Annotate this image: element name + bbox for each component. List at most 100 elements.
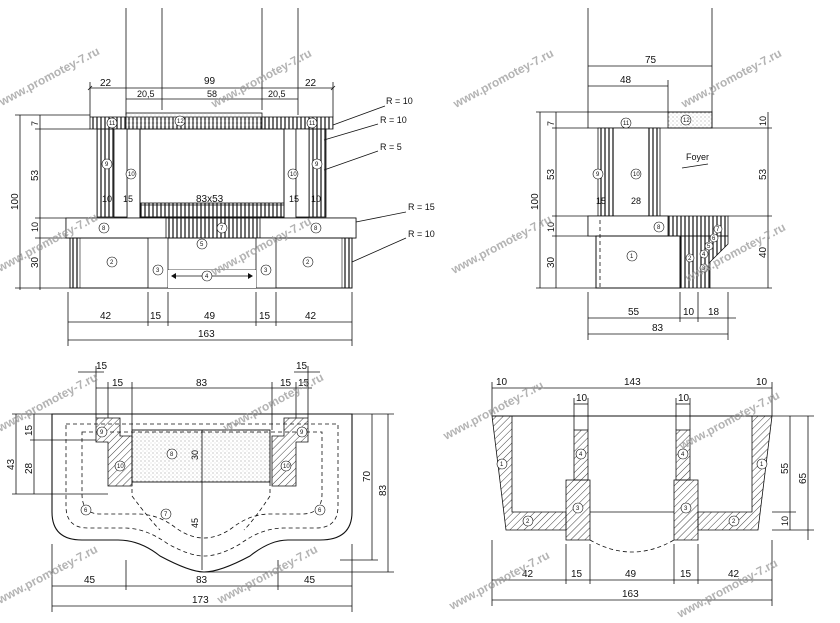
side-dim-top-1: 48 [620, 75, 632, 86]
side-dim-left-4: 100 [530, 193, 541, 210]
front-part-9: 8 [314, 226, 318, 232]
base-dim-top-4: 10 [678, 393, 690, 404]
front-part-10: 5 [200, 242, 204, 248]
plan-inner-1: 45 [190, 518, 200, 528]
base-part-3: 1 [760, 462, 764, 468]
watermark-15: www.promotey-7.ru [446, 548, 552, 613]
side-part-1: 12 [683, 118, 690, 124]
side-part-10: 3 [702, 266, 706, 272]
front-inner-3: 10 [311, 194, 321, 204]
front-part-1: 12 [177, 119, 184, 125]
front-dim-left-4: 100 [10, 193, 21, 210]
front-dim-bottom-4: 42 [305, 311, 317, 322]
base-part-1: 4 [579, 452, 583, 458]
base-part-2: 4 [681, 452, 685, 458]
plan-part-4: 10 [283, 464, 290, 470]
front-dim-top-4: 20,5 [268, 89, 286, 99]
side-inner-1: 28 [631, 196, 641, 206]
side-part-8: 5 [707, 244, 711, 250]
plan-part-7: 6 [318, 508, 322, 514]
side-part-5: 1 [630, 254, 634, 260]
plan-dim-bottom-1: 83 [196, 575, 208, 586]
front-dim-top-3: 58 [207, 89, 217, 99]
side-elevation: 75 48 Foyer 100 7 53 10 30 10 53 40 15 2… [530, 8, 772, 340]
base-dim-bottom-0: 42 [522, 569, 534, 580]
front-dim-bottom-0: 42 [100, 311, 112, 322]
base-dim-bottom-1: 15 [571, 569, 583, 580]
side-dim-top-0: 75 [645, 55, 657, 66]
plan-dim-top-4: 15 [280, 378, 292, 389]
watermark-1: www.promotey-7.ru [0, 44, 102, 109]
watermark-3: www.promotey-7.ru [450, 46, 556, 111]
front-part-4: 10 [128, 172, 135, 178]
front-dim-bottom-5: 163 [198, 329, 215, 340]
base-part-5: 3 [684, 506, 688, 512]
side-part-callouts: 11 12 9 10 8 1 7 6 5 4 3 2 [592, 114, 723, 273]
front-part-0: 11 [109, 121, 116, 127]
side-dim-right-1: 53 [758, 168, 769, 180]
base-part-4: 3 [576, 506, 580, 512]
front-part-14: 3 [264, 268, 268, 274]
front-part-5: 10 [290, 172, 297, 178]
plan-inner-0: 30 [190, 450, 200, 460]
front-dim-top-5: 22 [305, 78, 317, 89]
side-foyer-label: Foyer [686, 152, 709, 162]
base-dim-bottom-3: 15 [680, 569, 692, 580]
watermark-10: www.promotey-7.ru [220, 370, 326, 435]
front-dim-left-0: 7 [30, 121, 40, 126]
base-dim-top-3: 10 [576, 393, 588, 404]
base-part-7: 2 [732, 519, 736, 525]
base-part-0: 1 [500, 462, 504, 468]
side-dim-left-2: 10 [546, 222, 556, 232]
front-part-3: 9 [105, 162, 109, 168]
front-part-15: 2 [306, 260, 310, 266]
front-dim-top-0: 22 [100, 78, 112, 89]
front-dim-top-2: 20,5 [137, 89, 155, 99]
watermark-4: www.promotey-7.ru [678, 46, 784, 111]
front-part-11: 2 [110, 260, 114, 266]
side-part-3: 10 [633, 172, 640, 178]
front-dim-top-1: 99 [204, 76, 216, 87]
base-dim-bottom-5: 163 [622, 589, 639, 600]
side-dim-left-3: 30 [546, 256, 557, 268]
base-dim-right-0: 55 [780, 462, 791, 474]
front-elevation: 22 99 20,5 58 20,5 22 100 7 53 10 30 R =… [10, 8, 435, 346]
base-dim-top-0: 10 [496, 377, 508, 388]
side-part-7: 6 [712, 236, 716, 242]
plan-part-2: 10 [117, 464, 124, 470]
plan-dim-right-1: 83 [378, 484, 389, 496]
front-part-8: 7 [220, 226, 224, 232]
front-part-6: 9 [315, 162, 319, 168]
plan-top: 15 15 15 83 15 15 43 15 28 70 83 30 45 9… [6, 361, 394, 612]
plan-part-0: 9 [100, 430, 104, 436]
plan-part-5: 6 [84, 508, 88, 514]
plan-dim-left-0: 15 [24, 424, 35, 436]
base-part-callouts: 1 4 4 1 3 3 2 2 [496, 448, 768, 527]
plan-dim-bottom-3: 173 [192, 595, 209, 606]
plan-dim-top-0: 15 [96, 361, 108, 372]
plan-part-1: 9 [300, 430, 304, 436]
side-inner-0: 15 [596, 196, 606, 206]
plan-part-callouts: 9 9 10 8 10 6 7 6 [80, 426, 326, 520]
side-part-11: 2 [688, 256, 692, 262]
front-part-13: 4 [205, 274, 209, 280]
side-part-9: 4 [702, 252, 706, 258]
base-dim-right-2: 10 [780, 516, 790, 526]
front-part-7: 8 [102, 226, 106, 232]
side-dim-left-0: 7 [546, 121, 556, 126]
watermark-9: www.promotey-7.ru [0, 370, 100, 435]
front-inner-2: 15 [289, 194, 299, 204]
side-dim-bottom-3: 83 [652, 323, 664, 334]
front-inner-0: 10 [102, 194, 112, 204]
side-dim-bottom-1: 10 [683, 307, 695, 318]
side-part-4: 8 [657, 225, 661, 231]
watermark-16: www.promotey-7.ru [674, 556, 780, 621]
base-dim-bottom-4: 42 [728, 569, 740, 580]
plan-dim-left-1: 43 [6, 458, 17, 470]
plan-dim-top-2: 15 [296, 361, 308, 372]
base-dim-top-1: 143 [624, 377, 641, 388]
front-inner-1: 15 [123, 194, 133, 204]
front-dim-bottom-1: 15 [150, 311, 162, 322]
plan-dim-left-2: 28 [24, 462, 35, 474]
